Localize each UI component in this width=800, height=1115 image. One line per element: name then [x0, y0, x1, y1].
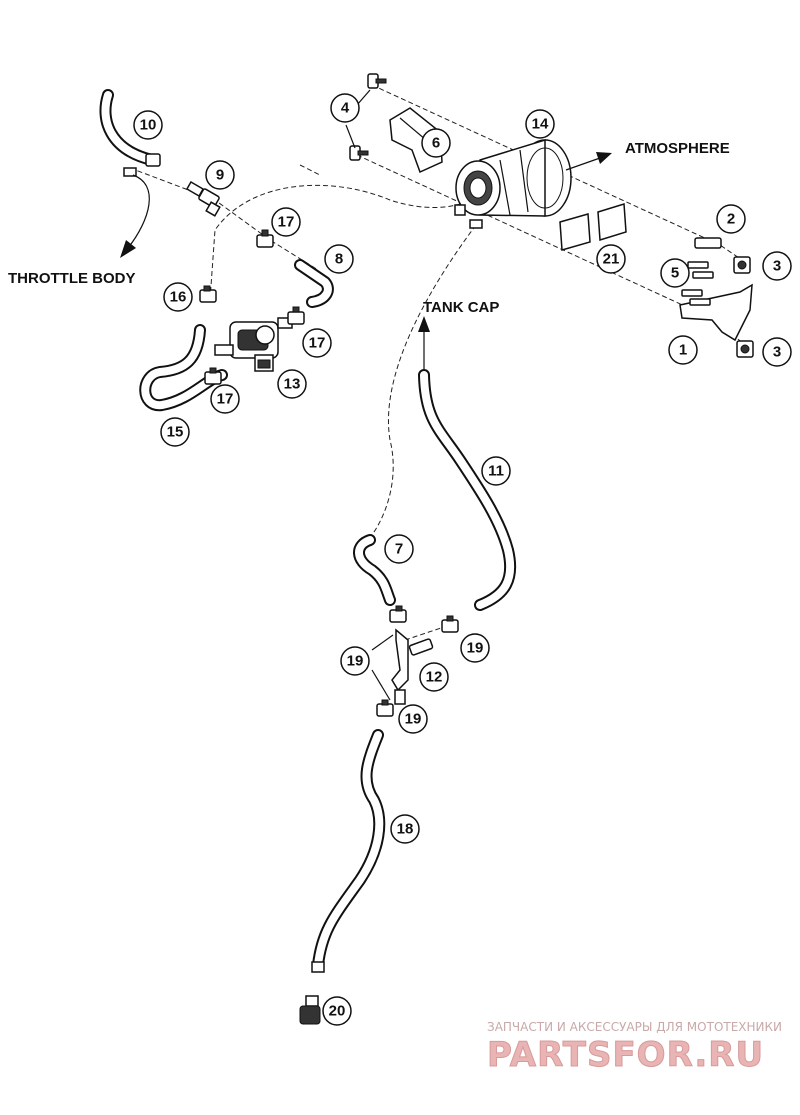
clamp-17-low: [204, 367, 222, 385]
callout-18: 18: [390, 814, 420, 844]
clamp-17-upper: [256, 229, 274, 248]
nut-3-lower: [736, 340, 754, 358]
nut-3-upper: [733, 256, 751, 274]
svg-text:1: 1: [679, 342, 687, 359]
tank-cap-label: TANK CAP: [423, 299, 499, 316]
clamp-19-upper: [389, 605, 407, 623]
bolt-4-upper: [367, 73, 387, 89]
hose-10: [99, 89, 161, 177]
callout-5: 5: [660, 258, 690, 288]
callout-6: 6: [421, 128, 451, 158]
clamp-19-lower: [376, 699, 394, 717]
bracket-1: [679, 237, 753, 342]
throttle-body-arrow: [120, 174, 150, 258]
hose-11: [418, 369, 517, 611]
pads-21: [559, 203, 627, 251]
callout-1: 1: [668, 335, 698, 365]
callout-17-low: 17: [210, 384, 240, 414]
leader-4b: [345, 124, 356, 149]
charcoal-canister-14: [454, 138, 572, 229]
tee-fitting-12: [391, 628, 434, 705]
callout-14: 14: [525, 109, 555, 139]
svg-text:16: 16: [170, 289, 187, 306]
svg-text:3: 3: [773, 258, 781, 275]
callout-17-mid: 17: [302, 328, 332, 358]
callout-12: 12: [419, 662, 449, 692]
svg-text:2: 2: [727, 211, 735, 228]
purge-valve-13: [214, 317, 293, 372]
callout-3-lower: 3: [762, 337, 792, 367]
svg-text:19: 19: [467, 640, 484, 657]
callout-13: 13: [277, 369, 307, 399]
callout-15: 15: [160, 417, 190, 447]
svg-text:11: 11: [488, 463, 504, 480]
callout-7: 7: [384, 534, 414, 564]
hose-18: [311, 729, 386, 973]
bolt-4-lower: [349, 145, 369, 161]
callout-16: 16: [163, 282, 193, 312]
svg-text:9: 9: [216, 167, 224, 184]
callout-4: 4: [330, 93, 360, 123]
svg-text:13: 13: [284, 376, 301, 393]
clamp-19-right: [441, 615, 459, 633]
clamp-17-mid: [287, 306, 305, 325]
callout-19-right: 19: [460, 633, 490, 663]
svg-text:17: 17: [278, 214, 295, 231]
hose-8: [294, 259, 334, 308]
callout-17-upper: 17: [271, 207, 301, 237]
svg-text:12: 12: [426, 669, 443, 686]
throttle-body-label: THROTTLE BODY: [8, 270, 136, 287]
callout-20: 20: [322, 996, 352, 1026]
callout-3-upper: 3: [762, 251, 792, 281]
svg-text:20: 20: [329, 1003, 346, 1020]
svg-text:3: 3: [773, 344, 781, 361]
svg-text:19: 19: [405, 711, 422, 728]
svg-text:5: 5: [671, 265, 679, 282]
svg-text:10: 10: [140, 117, 157, 134]
svg-text:4: 4: [341, 100, 350, 117]
callout-19-left: 19: [340, 646, 370, 676]
svg-text:17: 17: [309, 335, 326, 352]
atmosphere-label: ATMOSPHERE: [625, 140, 730, 157]
callout-19-lower: 19: [398, 704, 428, 734]
svg-text:6: 6: [432, 135, 440, 152]
fitting-9: [185, 181, 221, 217]
callout-2: 2: [716, 204, 746, 234]
callout-21: 21: [596, 244, 626, 274]
svg-text:19: 19: [347, 653, 364, 670]
svg-text:18: 18: [397, 821, 414, 838]
clamp-16: [199, 285, 217, 303]
svg-text:15: 15: [167, 424, 184, 441]
atmosphere-arrow: [565, 152, 612, 171]
hose-7: [353, 534, 396, 606]
hose-15: [139, 324, 228, 412]
callout-8: 8: [324, 244, 354, 274]
fitting-20: [299, 995, 321, 1025]
watermark-caption: ЗАПЧАСТИ И АКСЕССУАРЫ ДЛЯ МОТОТЕХНИКИ: [487, 1020, 782, 1034]
svg-text:21: 21: [603, 251, 620, 268]
svg-text:7: 7: [395, 541, 403, 558]
svg-text:8: 8: [335, 251, 343, 268]
leader-19a: [371, 634, 394, 651]
tank-cap-arrow: [418, 316, 430, 370]
leader-19b: [371, 669, 391, 701]
callout-9: 9: [205, 160, 235, 190]
svg-text:17: 17: [217, 391, 234, 408]
svg-text:14: 14: [532, 116, 549, 133]
callout-11: 11: [481, 456, 511, 486]
watermark-brand: PARTSFOR.RU: [487, 1035, 764, 1075]
callout-10: 10: [133, 110, 163, 140]
